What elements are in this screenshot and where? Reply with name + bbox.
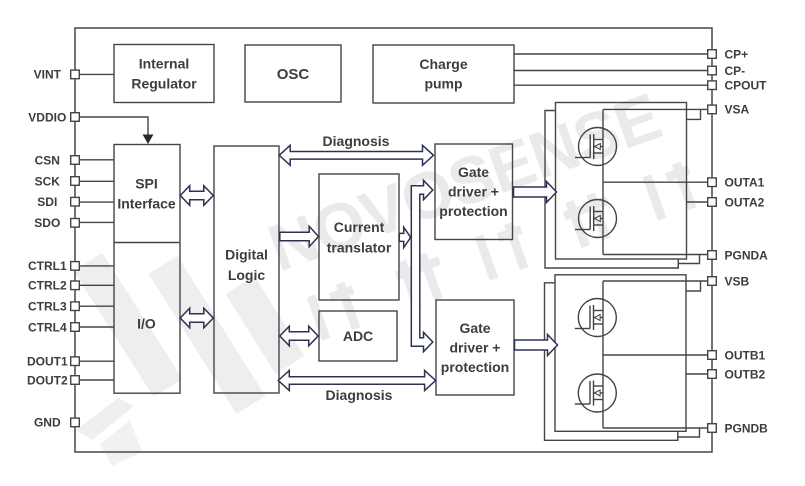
svg-text:Gate: Gate — [459, 320, 490, 336]
svg-text:Charge: Charge — [419, 56, 467, 72]
svg-text:Diagnosis: Diagnosis — [326, 387, 393, 403]
svg-text:DOUT2: DOUT2 — [27, 373, 68, 387]
svg-text:Current: Current — [334, 219, 385, 235]
svg-text:VSB: VSB — [725, 274, 750, 288]
svg-text:Logic: Logic — [228, 267, 266, 283]
svg-text:CPOUT: CPOUT — [725, 79, 768, 93]
svg-text:ADC: ADC — [343, 328, 373, 344]
svg-text:CTRL2: CTRL2 — [28, 279, 67, 293]
svg-text:CTRL1: CTRL1 — [28, 259, 67, 273]
svg-text:protection: protection — [439, 203, 507, 219]
svg-text:Internal: Internal — [139, 56, 190, 72]
svg-text:Diagnosis: Diagnosis — [323, 133, 390, 149]
svg-text:driver +: driver + — [448, 184, 499, 200]
svg-text:OUTA2: OUTA2 — [725, 195, 765, 209]
svg-text:Interface: Interface — [117, 196, 176, 212]
svg-text:Digital: Digital — [225, 247, 268, 263]
svg-text:Regulator: Regulator — [131, 76, 197, 92]
svg-text:OUTB2: OUTB2 — [725, 367, 766, 381]
svg-text:PGNDA: PGNDA — [725, 248, 769, 262]
svg-text:DOUT1: DOUT1 — [27, 355, 68, 369]
svg-text:protection: protection — [441, 359, 509, 375]
svg-text:CTRL4: CTRL4 — [28, 320, 67, 334]
svg-text:CSN: CSN — [35, 153, 60, 167]
svg-text:translator: translator — [327, 240, 392, 256]
svg-text:CTRL3: CTRL3 — [28, 300, 67, 314]
svg-text:OSC: OSC — [277, 66, 310, 83]
svg-text:SPI: SPI — [135, 176, 158, 192]
svg-text:CP-: CP- — [725, 64, 746, 78]
svg-text:VINT: VINT — [34, 68, 62, 82]
svg-text:PGNDB: PGNDB — [725, 421, 769, 435]
svg-text:SDO: SDO — [34, 216, 60, 230]
svg-text:pump: pump — [424, 76, 462, 92]
svg-text:OUTA1: OUTA1 — [725, 176, 765, 190]
svg-text:I/O: I/O — [137, 316, 156, 332]
svg-text:Gate: Gate — [458, 164, 489, 180]
svg-text:GND: GND — [34, 416, 61, 430]
svg-text:SDI: SDI — [37, 195, 57, 209]
svg-text:driver +: driver + — [450, 340, 501, 356]
svg-text:VSA: VSA — [725, 103, 750, 117]
svg-text:SCK: SCK — [35, 174, 61, 188]
svg-text:CP+: CP+ — [725, 47, 749, 61]
svg-text:VDDIO: VDDIO — [28, 110, 66, 124]
svg-text:OUTB1: OUTB1 — [725, 348, 766, 362]
